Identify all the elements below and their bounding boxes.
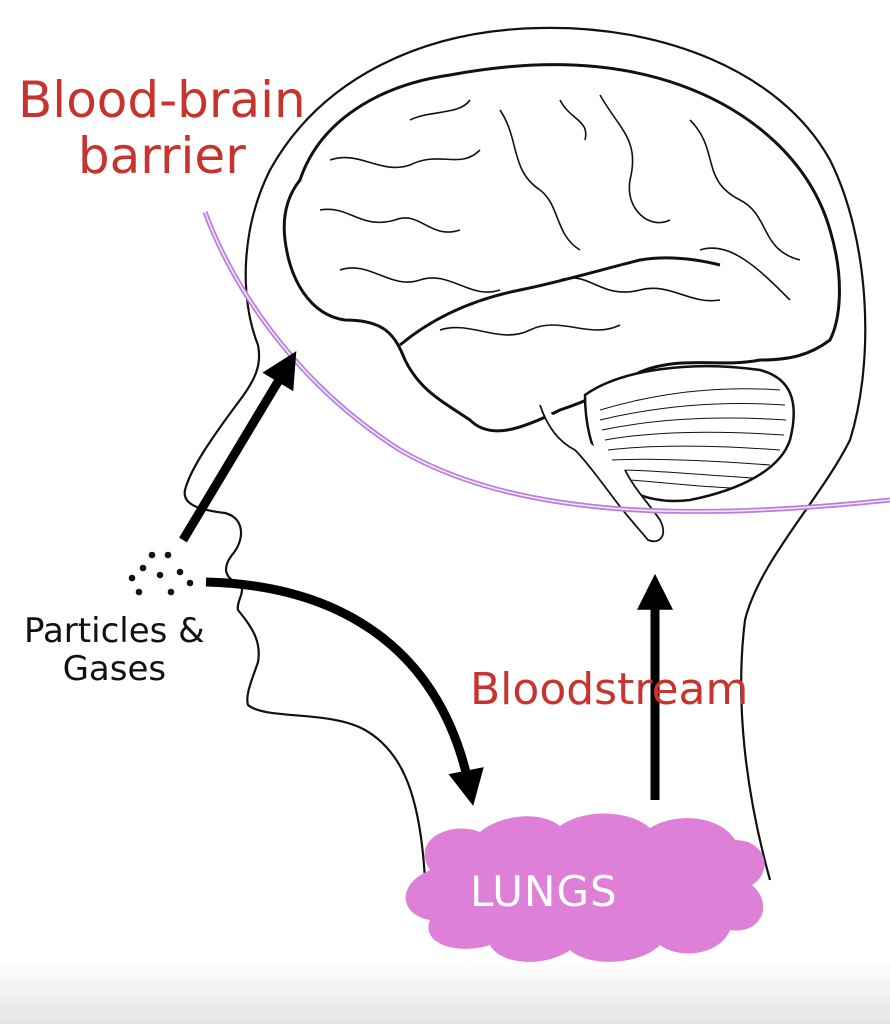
bbb-label-line2: barrier (77, 127, 246, 185)
arrow-mouth-to-lungs (205, 577, 484, 806)
lungs-cloud (405, 813, 765, 962)
particles-gases-label: Particles & Gases (24, 612, 205, 688)
brain-temporal-lobe (399, 256, 721, 347)
cerebellum-folia (599, 388, 787, 489)
arrow-nose-to-brain (179, 351, 297, 543)
brain-cerebrum (282, 63, 841, 433)
particles-icon (128, 551, 194, 596)
blood-brain-barrier-label: Blood-brain barrier (18, 72, 306, 184)
bottom-fade (0, 960, 890, 1024)
particles-label-line1: Particles & (24, 611, 205, 651)
particles-label-line2: Gases (62, 649, 167, 690)
blood-brain-barrier-highlight (204, 211, 890, 513)
brain-gyri (319, 94, 801, 336)
head-outline (183, 26, 867, 881)
brainstem (539, 404, 665, 543)
lungs-label: LUNGS (470, 867, 618, 916)
bbb-label-line1: Blood-brain (18, 71, 306, 129)
bloodstream-label: Bloodstream (470, 664, 749, 715)
